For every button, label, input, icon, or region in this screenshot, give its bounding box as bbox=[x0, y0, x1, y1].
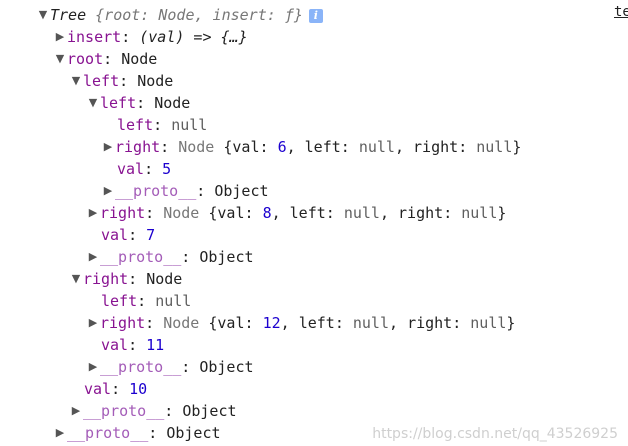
root-proto-row[interactable]: ▶__proto__: Object bbox=[69, 400, 237, 422]
val-key: val bbox=[101, 336, 129, 354]
insert-value: (val) => {…} bbox=[139, 28, 248, 46]
collapsed-triangle-icon[interactable]: ▶ bbox=[103, 140, 113, 153]
root-val-row: val: 10 bbox=[84, 380, 148, 398]
collapsed-triangle-icon[interactable]: ▶ bbox=[88, 360, 98, 373]
right-key: right bbox=[100, 204, 146, 222]
tree-class-label: Tree bbox=[50, 6, 87, 24]
collapsed-triangle-icon[interactable]: ▶ bbox=[88, 250, 98, 263]
expanded-triangle-icon[interactable]: ▼ bbox=[71, 272, 81, 285]
right-left-row: left: null bbox=[101, 292, 192, 310]
val-value: 7 bbox=[146, 226, 156, 244]
expanded-triangle-icon[interactable]: ▼ bbox=[55, 52, 65, 65]
left-left-proto-row[interactable]: ▶__proto__: Object bbox=[101, 180, 269, 202]
proto-key: __proto__ bbox=[115, 182, 197, 200]
root-type: Node bbox=[121, 50, 158, 68]
val-value: 5 bbox=[162, 160, 172, 178]
expanded-triangle-icon[interactable]: ▼ bbox=[88, 96, 98, 109]
watermark: https://blog.csdn.net/qq_43526925 bbox=[372, 426, 618, 442]
left-proto-row[interactable]: ▶__proto__: Object bbox=[86, 246, 254, 268]
left-type: Node bbox=[137, 72, 174, 90]
proto-type: Object bbox=[214, 182, 269, 200]
left-left-left-row: left: null bbox=[117, 116, 208, 134]
proto-key: __proto__ bbox=[100, 248, 182, 266]
left-key: left bbox=[100, 94, 137, 112]
node-type: Node bbox=[178, 138, 215, 156]
val-value: 10 bbox=[129, 380, 148, 398]
node-type: Node bbox=[163, 314, 200, 332]
right-type: Node bbox=[146, 270, 183, 288]
preview-val: 6 bbox=[277, 138, 287, 156]
left-right-row[interactable]: ▶right: Node {val: 8, left: null, right:… bbox=[86, 202, 507, 224]
proto-key: __proto__ bbox=[100, 358, 182, 376]
insert-property-row[interactable]: ▶insert: (val) => {…} bbox=[53, 26, 248, 48]
node-type: Node bbox=[163, 204, 200, 222]
info-icon[interactable]: i bbox=[308, 8, 323, 23]
tree-preview: {root: Node, insert: ƒ} bbox=[95, 6, 303, 24]
right-val-row: val: 11 bbox=[101, 336, 165, 354]
left-left-right-row[interactable]: ▶right: Node {val: 6, left: null, right:… bbox=[101, 136, 522, 158]
right-key: right bbox=[115, 138, 161, 156]
collapsed-triangle-icon[interactable]: ▶ bbox=[88, 316, 98, 329]
right-key: right bbox=[83, 270, 129, 288]
preview-val: 12 bbox=[262, 314, 281, 332]
right-key: right bbox=[100, 314, 146, 332]
right-right-row[interactable]: ▶right: Node {val: 12, left: null, right… bbox=[86, 312, 516, 334]
proto-type: Object bbox=[199, 358, 254, 376]
proto-key: __proto__ bbox=[83, 402, 165, 420]
preview-val: 8 bbox=[262, 204, 272, 222]
tree-proto-row[interactable]: ▶__proto__: Object bbox=[53, 422, 221, 444]
left-key: left bbox=[117, 116, 154, 134]
insert-key: insert bbox=[67, 28, 122, 46]
proto-type: Object bbox=[182, 402, 237, 420]
left-key: left bbox=[83, 72, 120, 90]
proto-type: Object bbox=[166, 424, 221, 442]
left-key: left bbox=[101, 292, 138, 310]
source-link[interactable]: te bbox=[614, 4, 628, 20]
left-left-row[interactable]: ▼left: Node bbox=[86, 92, 191, 114]
right-proto-row[interactable]: ▶__proto__: Object bbox=[86, 356, 254, 378]
val-key: val bbox=[101, 226, 129, 244]
null-value: null bbox=[155, 292, 192, 310]
root-property-row[interactable]: ▼root: Node bbox=[53, 48, 158, 70]
collapsed-triangle-icon[interactable]: ▶ bbox=[55, 426, 65, 439]
proto-type: Object bbox=[199, 248, 254, 266]
proto-key: __proto__ bbox=[67, 424, 149, 442]
expanded-triangle-icon[interactable]: ▼ bbox=[71, 74, 81, 87]
left-val-row: val: 7 bbox=[101, 226, 156, 244]
root-left-row[interactable]: ▼left: Node bbox=[69, 70, 174, 92]
val-key: val bbox=[84, 380, 112, 398]
left-left-type: Node bbox=[154, 94, 191, 112]
collapsed-triangle-icon[interactable]: ▶ bbox=[103, 184, 113, 197]
left-left-val-row: val: 5 bbox=[117, 160, 172, 178]
root-right-row[interactable]: ▼right: Node bbox=[69, 268, 183, 290]
collapsed-triangle-icon[interactable]: ▶ bbox=[55, 30, 65, 43]
collapsed-triangle-icon[interactable]: ▶ bbox=[88, 206, 98, 219]
tree-root-row[interactable]: ▼Tree {root: Node, insert: ƒ} i bbox=[36, 4, 323, 26]
expanded-triangle-icon[interactable]: ▼ bbox=[38, 8, 48, 21]
val-value: 11 bbox=[146, 336, 165, 354]
root-key: root bbox=[67, 50, 104, 68]
val-key: val bbox=[117, 160, 145, 178]
collapsed-triangle-icon[interactable]: ▶ bbox=[71, 404, 81, 417]
null-value: null bbox=[171, 116, 208, 134]
